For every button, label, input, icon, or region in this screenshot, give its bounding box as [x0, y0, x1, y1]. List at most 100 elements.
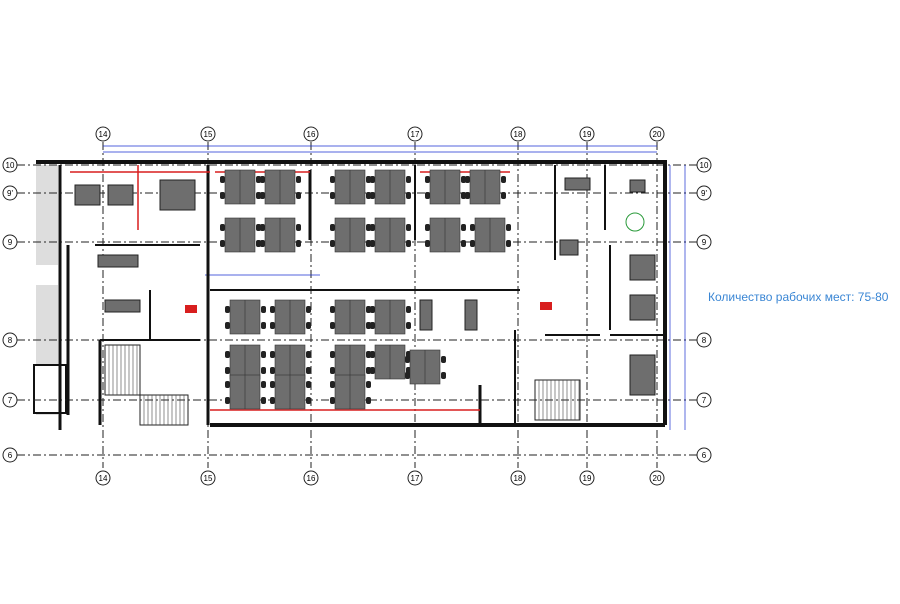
grid-bubble: [95, 470, 111, 486]
chair: [225, 306, 230, 313]
stair: [104, 344, 141, 396]
grid-row-label: 6: [8, 451, 13, 460]
grid-bubble: [649, 126, 665, 142]
grid-bubble: [649, 470, 665, 486]
chair: [330, 381, 335, 388]
grid-column-label: 20: [653, 130, 662, 139]
grid-bubble: [303, 470, 319, 486]
meeting-table: [629, 179, 646, 193]
meeting-table: [464, 299, 478, 331]
grid-bubble: [2, 234, 18, 250]
grid-column-label: 19: [583, 130, 592, 139]
grid-bubble: [303, 126, 319, 142]
chair: [225, 351, 230, 358]
round-meeting-table: [625, 212, 645, 232]
grid-bubble: [2, 185, 18, 201]
chair: [330, 306, 335, 313]
chair: [261, 397, 266, 404]
grid-row-label: 7: [702, 396, 707, 405]
chair: [330, 351, 335, 358]
chair: [296, 176, 301, 183]
grid-column-label: 16: [307, 130, 316, 139]
grid-bubble: [579, 470, 595, 486]
chair: [330, 322, 335, 329]
grid-column-label: 18: [514, 474, 523, 483]
chair: [441, 356, 446, 363]
chair: [296, 240, 301, 247]
grid-column-label: 15: [204, 474, 213, 483]
chair: [370, 240, 375, 247]
meeting-table: [629, 354, 656, 396]
grid-row-label: 9': [7, 189, 13, 198]
chair: [366, 176, 371, 183]
grid-row-label: 6: [702, 451, 707, 460]
grid-column-label: 20: [653, 474, 662, 483]
chair: [261, 306, 266, 313]
meeting-table: [159, 179, 196, 211]
chair: [220, 224, 225, 231]
chair: [461, 240, 466, 247]
chair: [261, 351, 266, 358]
grid-bubble: [696, 392, 712, 408]
chair: [366, 322, 371, 329]
chair: [330, 367, 335, 374]
chair: [225, 397, 230, 404]
chair: [330, 192, 335, 199]
chair: [406, 224, 411, 231]
chair: [330, 176, 335, 183]
chair: [461, 176, 466, 183]
chair: [506, 224, 511, 231]
grid-row-label: 9': [701, 189, 707, 198]
grid-bubble: [2, 157, 18, 173]
chair: [306, 381, 311, 388]
meeting-table: [107, 184, 134, 206]
meeting-table: [419, 299, 433, 331]
chair: [425, 192, 430, 199]
chair: [506, 240, 511, 247]
grid-row-label: 9: [702, 238, 707, 247]
chair: [370, 351, 375, 358]
grid-column-label: 14: [99, 474, 108, 483]
meeting-table: [97, 254, 139, 268]
grid-bubble: [696, 234, 712, 250]
chair: [256, 224, 261, 231]
chair: [296, 192, 301, 199]
stair: [534, 379, 581, 421]
chair: [220, 240, 225, 247]
grid-row-label: 7: [8, 396, 13, 405]
grid-bubble: [696, 332, 712, 348]
chair: [405, 356, 410, 363]
chair: [330, 224, 335, 231]
chair: [225, 381, 230, 388]
chair: [425, 240, 430, 247]
walls: [36, 160, 667, 430]
grid-bubble: [2, 332, 18, 348]
fire-hose-cabinet: [185, 305, 197, 313]
chair: [225, 367, 230, 374]
chair: [306, 367, 311, 374]
grid-column-label: 15: [204, 130, 213, 139]
chair: [366, 397, 371, 404]
fire-hose-cabinet: [540, 302, 552, 310]
chair: [406, 192, 411, 199]
chair: [370, 367, 375, 374]
meeting-table: [629, 254, 656, 281]
grid-column-label: 17: [411, 474, 420, 483]
chair: [270, 381, 275, 388]
chair: [370, 224, 375, 231]
chair: [260, 176, 265, 183]
chair: [370, 176, 375, 183]
grid-row-label: 8: [8, 336, 13, 345]
grid-bubble: [510, 126, 526, 142]
chair: [270, 367, 275, 374]
grid-row-label: 10: [6, 161, 15, 170]
chair: [366, 224, 371, 231]
chair: [366, 240, 371, 247]
chair: [470, 240, 475, 247]
chair: [461, 224, 466, 231]
grid-bubble: [696, 185, 712, 201]
chair: [330, 397, 335, 404]
chair: [220, 176, 225, 183]
grid-bubble: [696, 157, 712, 173]
